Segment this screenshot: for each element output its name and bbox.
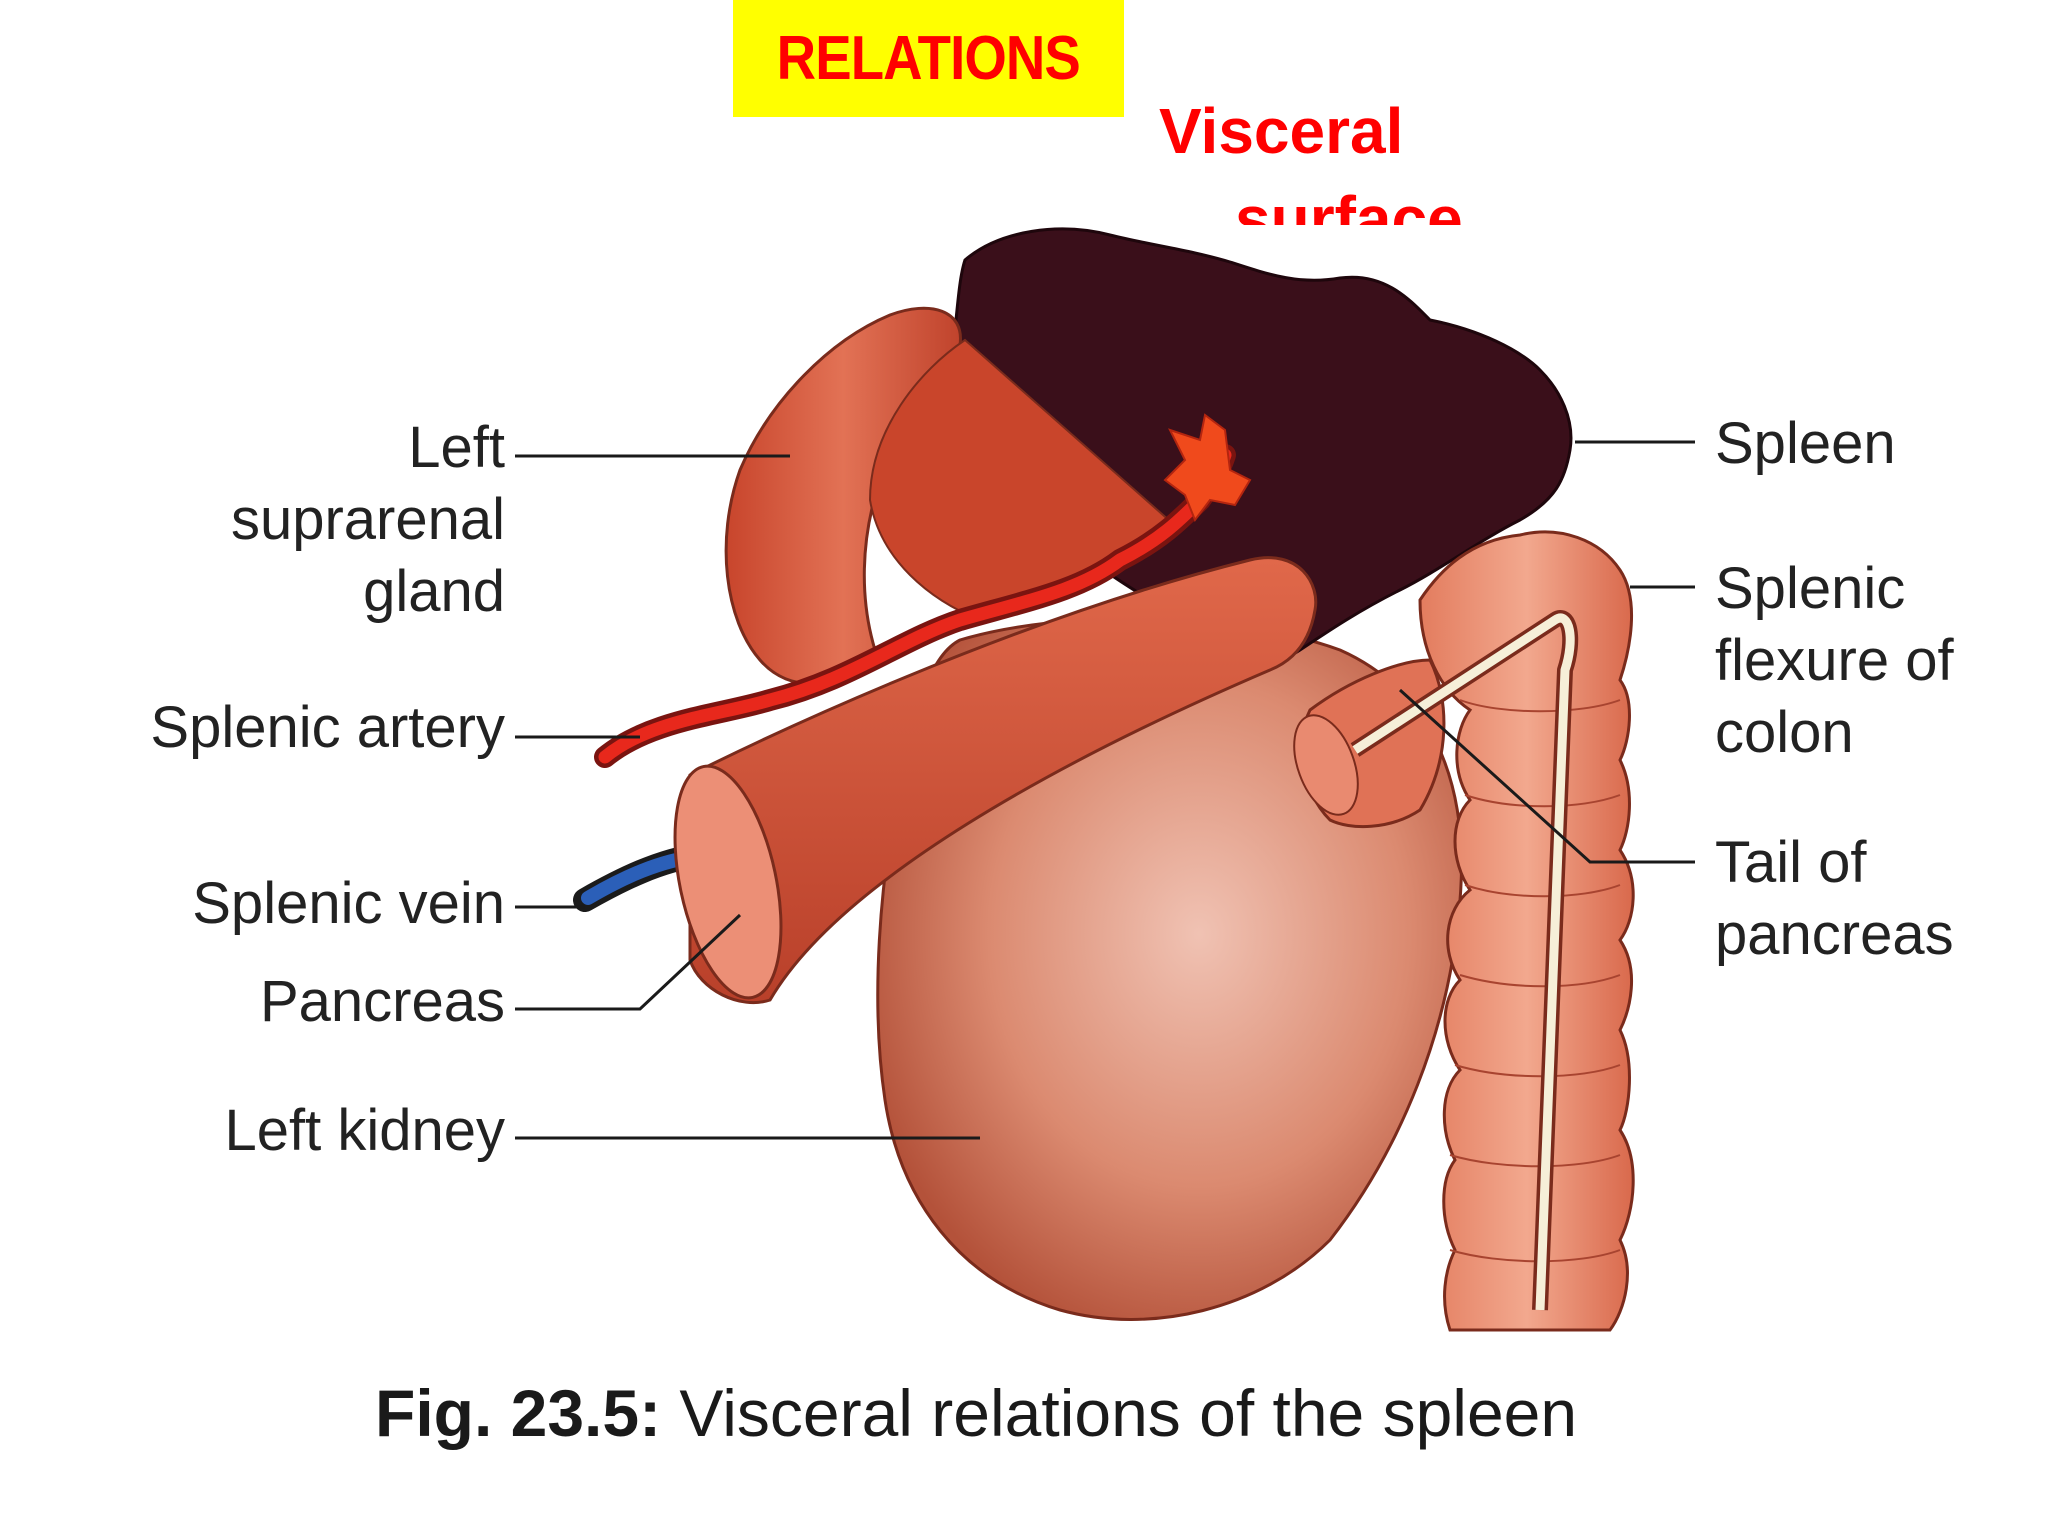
label-splenic-flexure-line-2: flexure of	[1715, 628, 1954, 693]
leader-tail-of-pancreas	[1398, 688, 1695, 864]
label-splenic-artery: Splenic artery	[150, 695, 505, 760]
label-tail-of-pancreas-line-2: pancreas	[1715, 902, 1954, 967]
subtitle-line-1: Visceral	[1159, 95, 1404, 167]
label-left-suprarenal-line-1: Left	[408, 415, 505, 480]
pancreas-cut-end	[673, 764, 783, 1000]
colon-shape	[1418, 530, 1635, 1332]
figure-caption: Fig. 23.5: Visceral relations of the spl…	[375, 1375, 1577, 1451]
title-banner: RELATIONS	[733, 0, 1124, 117]
figure-caption-number: Fig. 23.5:	[375, 1376, 662, 1450]
label-left-suprarenal-line-2: suprarenal	[230, 487, 505, 552]
label-spleen: Spleen	[1715, 411, 1896, 476]
subtitle-line-2: surface	[1235, 183, 1463, 225]
label-splenic-flexure-line-3: colon	[1715, 700, 1854, 765]
leader-pancreas	[515, 913, 742, 1011]
subtitle: Visceral surface	[1155, 90, 1555, 225]
label-splenic-vein: Splenic vein	[192, 871, 505, 936]
label-tail-of-pancreas: Tail of pancreas	[1715, 827, 1954, 971]
label-left-suprarenal-gland: Left suprarenal gland	[170, 412, 505, 628]
label-left-suprarenal-line-3: gland	[363, 559, 505, 624]
label-left-kidney: Left kidney	[224, 1098, 505, 1163]
pancreas-shape	[688, 556, 1318, 1005]
label-tail-of-pancreas-line-1: Tail of	[1715, 830, 1867, 895]
slide-title: RELATIONS	[776, 24, 1081, 93]
label-splenic-flexure-line-1: Splenic	[1715, 556, 1906, 621]
label-pancreas: Pancreas	[259, 969, 505, 1034]
figure-caption-text: Visceral relations of the spleen	[679, 1376, 1578, 1450]
label-splenic-flexure-of-colon: Splenic flexure of colon	[1715, 553, 1954, 769]
